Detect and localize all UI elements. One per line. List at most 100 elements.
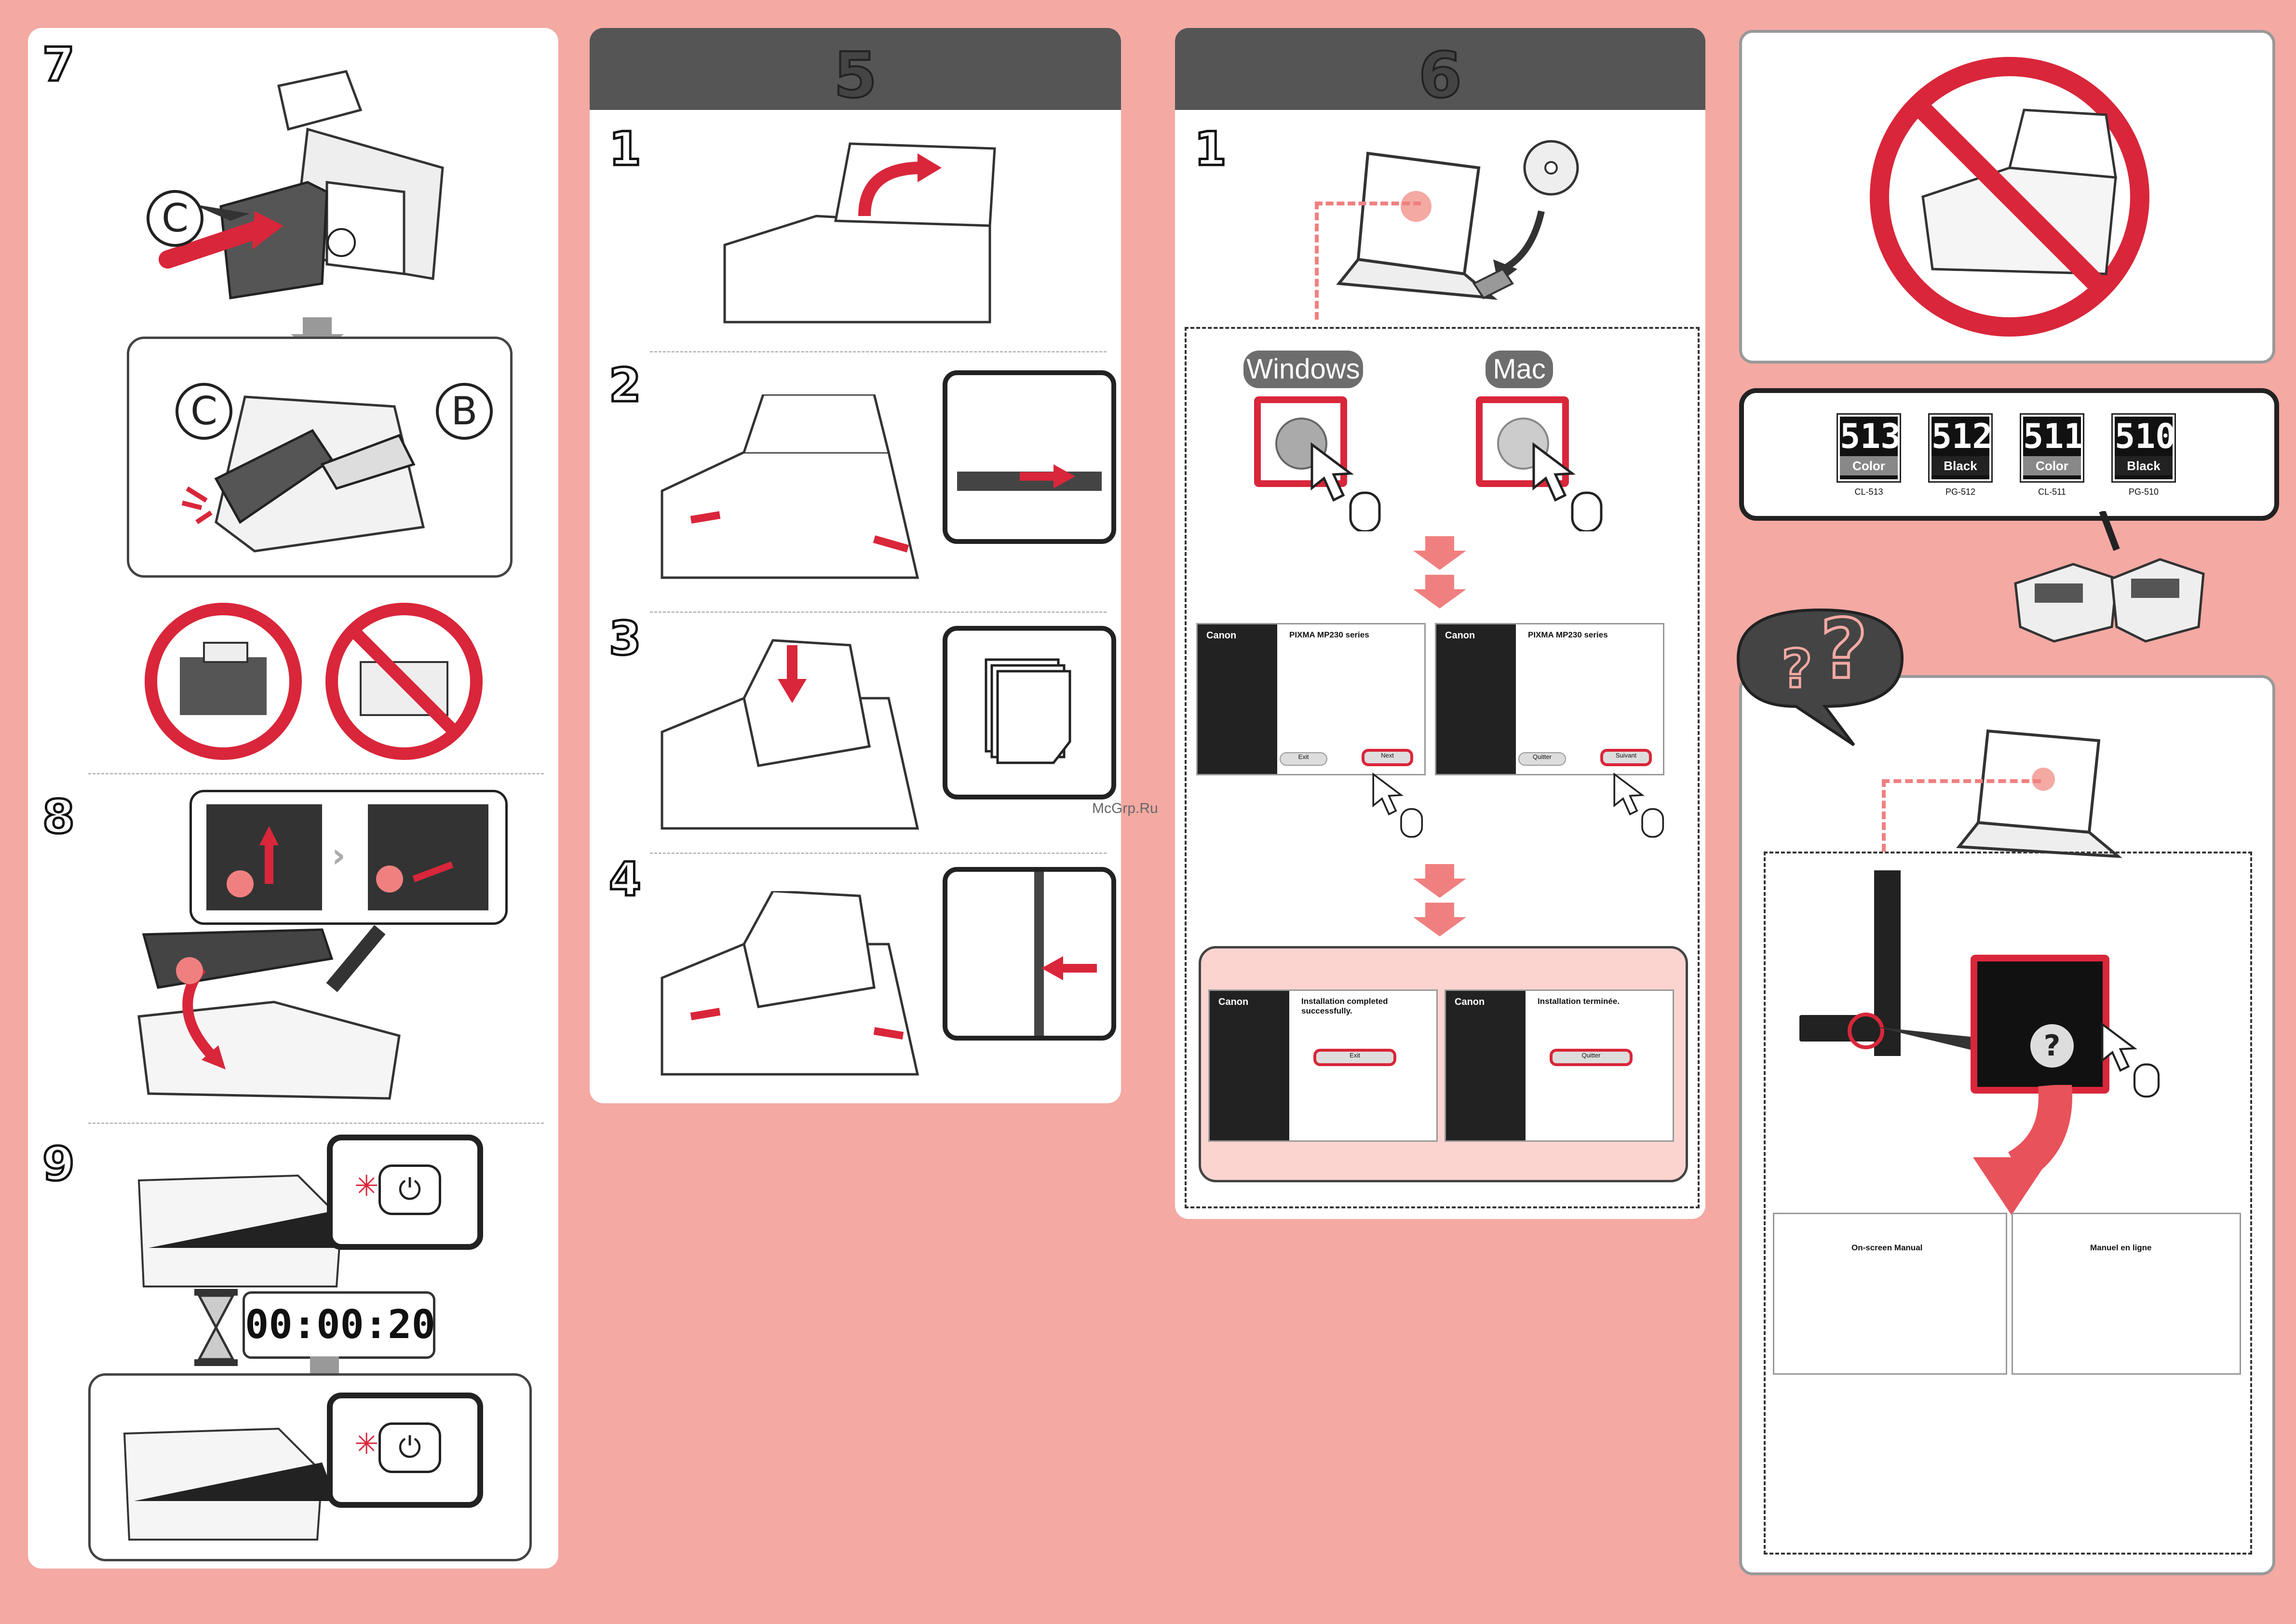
connector-line (1315, 202, 1319, 320)
next-button[interactable]: Next (1362, 749, 1413, 766)
quit-button[interactable]: Quitter (1550, 1049, 1633, 1066)
separator (650, 351, 1107, 352)
section-5-panel: 5 1 2 3 4 (590, 28, 1121, 1103)
locked-cartridges-illustration (181, 395, 425, 553)
c-label-top: C (162, 196, 189, 241)
svg-text:?: ? (1820, 602, 1868, 697)
cursor-mouse-icon (1372, 772, 1423, 838)
cartridge-badge: 513 Color CL-513 (1837, 413, 1901, 497)
red-arrow-icon (376, 861, 454, 893)
svg-text:?: ? (1782, 638, 1812, 700)
step-1-number: 1 (1193, 121, 1228, 177)
separator (650, 611, 1107, 613)
locked-cartridges-box: C B (127, 337, 513, 578)
red-arrow-icon (227, 826, 279, 897)
cartridges-illustration (2014, 511, 2205, 643)
connector-line (1882, 779, 1886, 852)
separator (650, 853, 1107, 854)
red-curved-arrow-icon (1973, 1085, 2072, 1215)
cartridge-number: 511 (2023, 417, 2084, 456)
manual-tray-icon[interactable] (1848, 1013, 1884, 1049)
slide-guide-illustration (661, 891, 919, 1076)
completion-screen-en: Canon Installation completed successfull… (1208, 989, 1438, 1142)
step-2-number: 2 (608, 357, 643, 414)
step-1-number: 1 (608, 121, 643, 177)
completion-box: Canon Installation completed successfull… (1199, 946, 1688, 1182)
cartridge-number: 513 (1840, 417, 1901, 456)
mac-label: Mac (1486, 351, 1553, 388)
close-cover-inset: › (189, 790, 508, 925)
quit-button[interactable]: Quitter (1518, 752, 1566, 766)
cursor-mouse-icon (1613, 772, 1664, 838)
installer-sidebar (1436, 624, 1516, 774)
step-4-number: 4 (608, 852, 643, 908)
power-button-callout: ⏻ ✳ (327, 1135, 483, 1250)
printer-power-illustration (137, 1174, 356, 1287)
timer-display: 00:00:20 (243, 1291, 435, 1359)
help-instructions-area: ? On-screen Manual Manuel en ligne (1764, 852, 2252, 1555)
laptop-illustration (1956, 729, 2122, 858)
canon-logo: Canon (1206, 630, 1237, 641)
red-arrow-icon (1041, 956, 1097, 980)
cartridge-number: 510 (2115, 417, 2176, 456)
power-button-callout: ⏻ ✳ (327, 1393, 483, 1508)
prohibited-icon (1870, 57, 2149, 337)
completion-title: Installation completed successfully. (1301, 997, 1388, 1015)
chevron-right-icon: › (332, 836, 346, 875)
manual-screen-fr: Manuel en ligne (2012, 1213, 2241, 1375)
question-bubble-icon: ? (2030, 1024, 2074, 1068)
cartridge-color: Black (2115, 456, 2173, 475)
step-9-number: 9 (41, 1136, 76, 1192)
paper-support-illustration (723, 142, 996, 324)
power-lamp-flash-icon: ✳ (354, 1169, 379, 1203)
installer-sidebar (1446, 991, 1526, 1140)
prohibited-panel (1739, 30, 2275, 364)
printer-power-illustration (123, 1427, 337, 1541)
left-panel: 7 C C B (28, 28, 558, 1569)
guide-detail-inset (943, 867, 1116, 1041)
paper-stack-inset (943, 626, 1116, 799)
step-3-number: 3 (608, 610, 643, 667)
b-label-mid: B (451, 389, 478, 433)
windows-label: Windows (1243, 351, 1363, 388)
next-button[interactable]: Suivant (1600, 749, 1652, 766)
cartridge-color: Black (1931, 456, 1989, 475)
guide-detail-inset (943, 370, 1116, 544)
cursor-mouse-icon (1310, 442, 1381, 531)
canon-logo: Canon (1455, 997, 1485, 1007)
cartridge-color: Color (1840, 456, 1898, 475)
step-7-number: 7 (41, 37, 76, 93)
printer-open-cover-illustration (137, 925, 401, 1100)
exit-button[interactable]: Exit (1280, 752, 1327, 766)
watermark: McGrp.Ru (1092, 800, 1158, 816)
prohibited-icon (325, 603, 483, 760)
c-callout-bubble (147, 190, 203, 247)
installer-screen-en: Canon PIXMA MP230 series Exit Next (1196, 623, 1426, 775)
installer-sidebar (1210, 991, 1289, 1140)
canon-logo: Canon (1218, 997, 1249, 1007)
cartridge-number: 512 (1931, 417, 1993, 456)
b-bubble-icon (436, 383, 493, 440)
cursor-mouse-icon (1532, 442, 1603, 531)
cartridge-list-box: 513 Color CL-513 512 Black PG-512 511 Co… (1739, 388, 2279, 521)
power-lamp-flash-icon: ✳ (354, 1427, 379, 1461)
c-label-mid: C (190, 389, 217, 433)
completion-title: Installation terminée. (1538, 997, 1620, 1006)
c-bubble-icon (176, 383, 232, 440)
section-6-panel: 6 1 Windows Mac Canon PIXMA MP230 series… (1175, 28, 1705, 1219)
cartridge-badge: 512 Black PG-512 (1928, 413, 1993, 497)
guide-edge (1034, 872, 1044, 1036)
canon-logo: Canon (1445, 630, 1475, 641)
installer-title: PIXMA MP230 series (1289, 630, 1369, 639)
installer-title: PIXMA MP230 series (1528, 630, 1608, 639)
installer-screen-fr: Canon PIXMA MP230 series Quitter Suivant (1435, 623, 1664, 775)
cartridge-code: PG-512 (1945, 487, 1976, 497)
exit-button[interactable]: Exit (1313, 1049, 1396, 1066)
prohibited-icon (145, 603, 302, 760)
laptop-cd-illustration (1336, 140, 1579, 300)
installer-sidebar (1198, 624, 1277, 774)
manual-app-icon[interactable]: ? (1971, 955, 2109, 1094)
cartridge-badge: 511 Color CL-511 (2020, 413, 2084, 497)
load-paper-illustration (661, 639, 919, 830)
section-header: 5 (590, 28, 1121, 113)
